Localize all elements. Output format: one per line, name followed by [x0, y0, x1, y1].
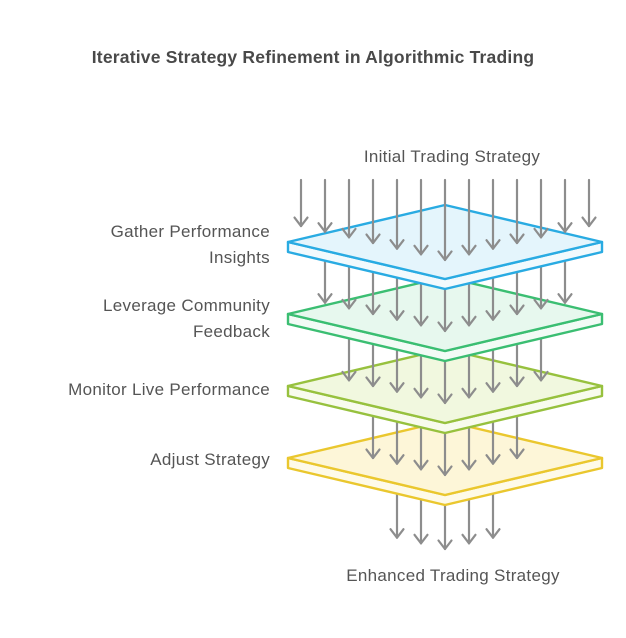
- label-adjust-strategy: Adjust Strategy: [150, 447, 270, 473]
- label-monitor-live-performance: Monitor Live Performance: [68, 377, 270, 403]
- page-title: Iterative Strategy Refinement in Algorit…: [91, 47, 535, 67]
- label-gather-performance-insights: Gather Performance Insights: [111, 219, 270, 271]
- label-initial-trading-strategy: Initial Trading Strategy: [363, 147, 541, 166]
- label-line: Adjust Strategy: [150, 450, 270, 469]
- label-line: Monitor Live Performance: [68, 380, 270, 399]
- label-line: Insights: [209, 248, 270, 267]
- label-enhanced-trading-strategy: Enhanced Trading Strategy: [346, 566, 560, 585]
- label-line: Gather Performance: [110, 222, 270, 241]
- label-line: Feedback: [192, 322, 270, 341]
- arrow-group-into-gather-performance-insights: [293, 178, 597, 262]
- label-line: Leverage Community: [103, 296, 270, 315]
- label-leverage-community-feedback: Leverage Community Feedback: [103, 293, 270, 345]
